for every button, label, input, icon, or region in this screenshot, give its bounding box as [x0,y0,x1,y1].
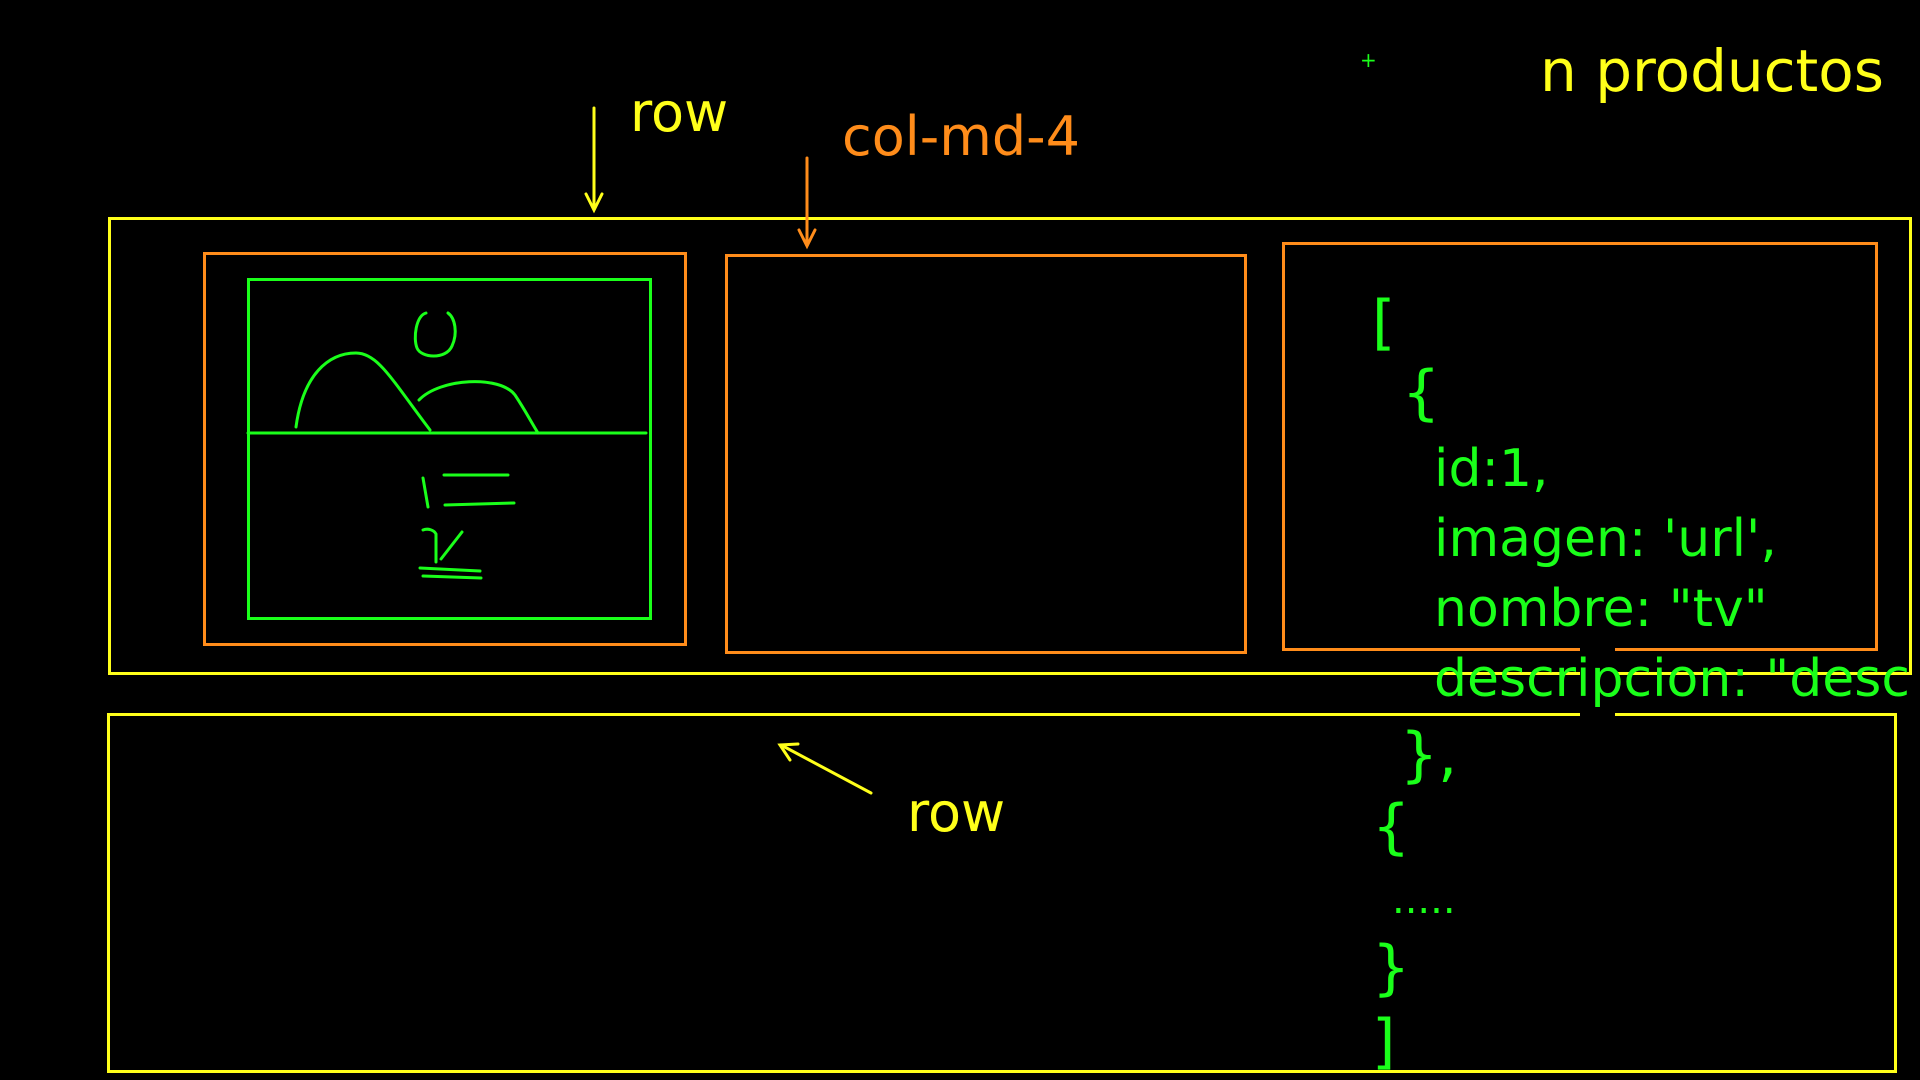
n-productos-label: n productos [1540,37,1884,105]
row-container-top [108,217,1912,675]
code-mask [1580,645,1615,725]
code-nombre: nombre: "tv" [1434,579,1768,639]
row-bottom-label: row [907,781,1006,844]
code-open-brace: { [1402,358,1441,428]
code-close-brace-comma: }, [1400,720,1458,790]
product-card [247,278,652,620]
row-top-label: row [630,81,729,144]
code-open-bracket: [ [1372,288,1396,358]
col-md-4-label: col-md-4 [842,105,1080,168]
code-open-brace-2: { [1372,792,1411,862]
row-top-arrow [584,106,604,214]
plus-mark: + [1360,48,1377,72]
code-ellipsis: ..... [1392,877,1456,923]
code-id: id:1, [1434,439,1549,499]
code-close-bracket: ] [1372,1007,1396,1077]
code-imagen: imagen: 'url', [1434,509,1777,569]
row-container-bottom [107,713,1897,1073]
column-box-left [203,252,687,646]
code-descripcion: descripcion: "desc [1434,649,1910,709]
column-box-middle [725,254,1247,654]
code-close-brace: } [1372,933,1411,1003]
